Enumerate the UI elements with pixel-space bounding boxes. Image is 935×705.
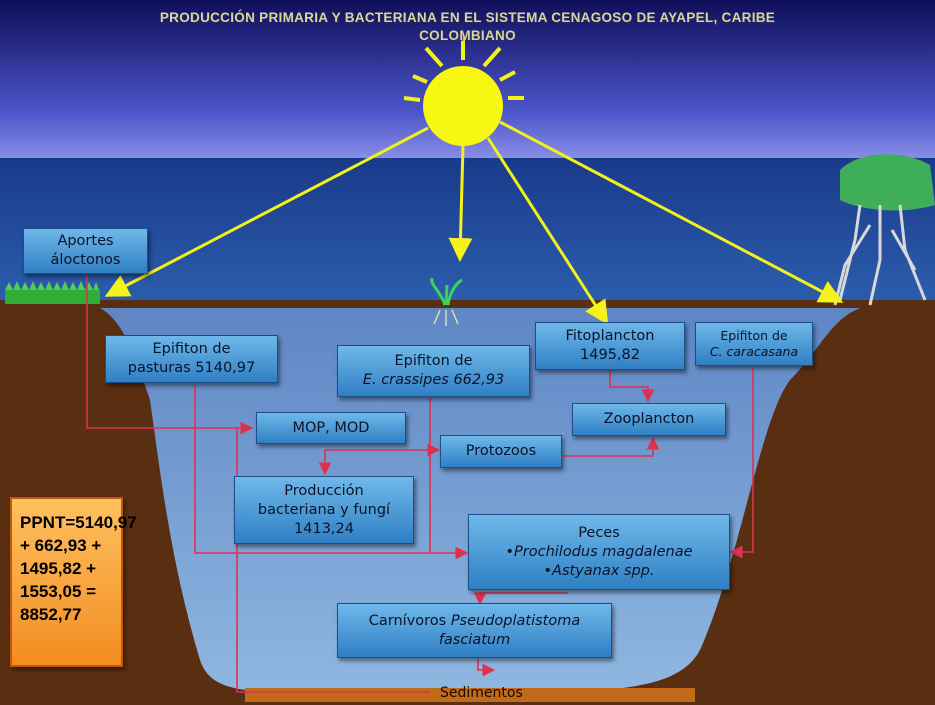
- node-label: 1413,24: [294, 520, 354, 537]
- water-hyacinth-icon: [430, 277, 463, 326]
- node-protozoos: Protozoos: [440, 435, 562, 468]
- sunlight-arrow-plant: [448, 145, 473, 262]
- sunlight-arrow-phytoplankton: [486, 137, 609, 326]
- node-label: bacteriana y fungí: [257, 501, 391, 518]
- node-label: MOP, MOD: [292, 419, 370, 436]
- node-mop-mod: MOP, MOD: [256, 412, 406, 444]
- grass-icon: [5, 281, 100, 304]
- node-label: Carnívoros Pseudoplatistoma: [369, 612, 581, 631]
- ppn-line: PPNT=5140,97: [20, 513, 137, 532]
- ppn-line: 1495,82 +: [20, 559, 97, 578]
- ppn-line: + 662,93 +: [20, 536, 102, 555]
- node-label: E. crassipes 662,93: [362, 372, 505, 388]
- ppn-line: 1553,05 =: [20, 582, 97, 601]
- sunlight-arrow-mangrove: [499, 120, 844, 303]
- node-peces: Peces •Prochilodus magdalenae •Astyanax …: [468, 514, 730, 590]
- node-label: C. caracasana: [709, 344, 799, 359]
- ppn-line: 8852,77: [20, 605, 82, 624]
- node-label: Epifiton de: [152, 341, 231, 357]
- title-line-2: COLOMBIANO: [419, 28, 516, 43]
- node-label: Aportes: [57, 233, 114, 249]
- node-label-italic: Pseudoplatistoma: [450, 612, 581, 629]
- node-epifiton-pasturas: Epifiton de pasturas 5140,97: [105, 335, 278, 383]
- node-carnivoros: Carnívoros Pseudoplatistoma fasciatum: [337, 603, 612, 658]
- node-label: Epifiton de: [394, 353, 473, 369]
- node-label: Fitoplancton: [565, 328, 655, 344]
- node-label: Zooplancton: [603, 411, 695, 427]
- node-label: Producción: [284, 482, 364, 499]
- diagram-title: PRODUCCIÓN PRIMARIA Y BACTERIANA EN EL S…: [60, 9, 875, 45]
- node-label: fasciatum: [438, 631, 511, 648]
- node-zooplancton: Zooplancton: [572, 403, 726, 436]
- sunlight-arrow-grass: [104, 126, 429, 297]
- node-label: Protozoos: [465, 443, 537, 459]
- node-label-plain: Carnívoros: [368, 612, 447, 629]
- ppn-reflection: 8852,77: [28, 685, 90, 704]
- node-aportes-aloctonos: Aportes áloctonos: [23, 228, 148, 274]
- node-label: •Prochilodus magdalenae: [505, 543, 693, 560]
- node-fitoplancton: Fitoplancton 1495,82: [535, 322, 685, 370]
- node-label: Epifiton de: [720, 328, 788, 343]
- ppn-total-box: PPNT=5140,97 + 662,93 + 1495,82 + 1553,0…: [10, 497, 137, 667]
- node-label: áloctonos: [50, 252, 121, 268]
- node-epifiton-crassipes: Epifiton de E. crassipes 662,93: [337, 345, 530, 397]
- node-label: 1495,82: [580, 347, 640, 363]
- mangrove-tree-icon: [833, 154, 935, 306]
- node-epifiton-caracasana: Epifiton de C. caracasana: [695, 322, 813, 366]
- sun-icon: [403, 35, 524, 146]
- node-label: Peces: [578, 524, 620, 541]
- node-label: •Astyanax spp.: [543, 562, 655, 579]
- title-line-1: PRODUCCIÓN PRIMARIA Y BACTERIANA EN EL S…: [159, 10, 776, 25]
- node-produccion-bacteriana: Producción bacteriana y fungí 1413,24: [234, 476, 414, 544]
- node-label: pasturas 5140,97: [127, 360, 256, 376]
- sedimentos-label: Sedimentos: [440, 685, 523, 701]
